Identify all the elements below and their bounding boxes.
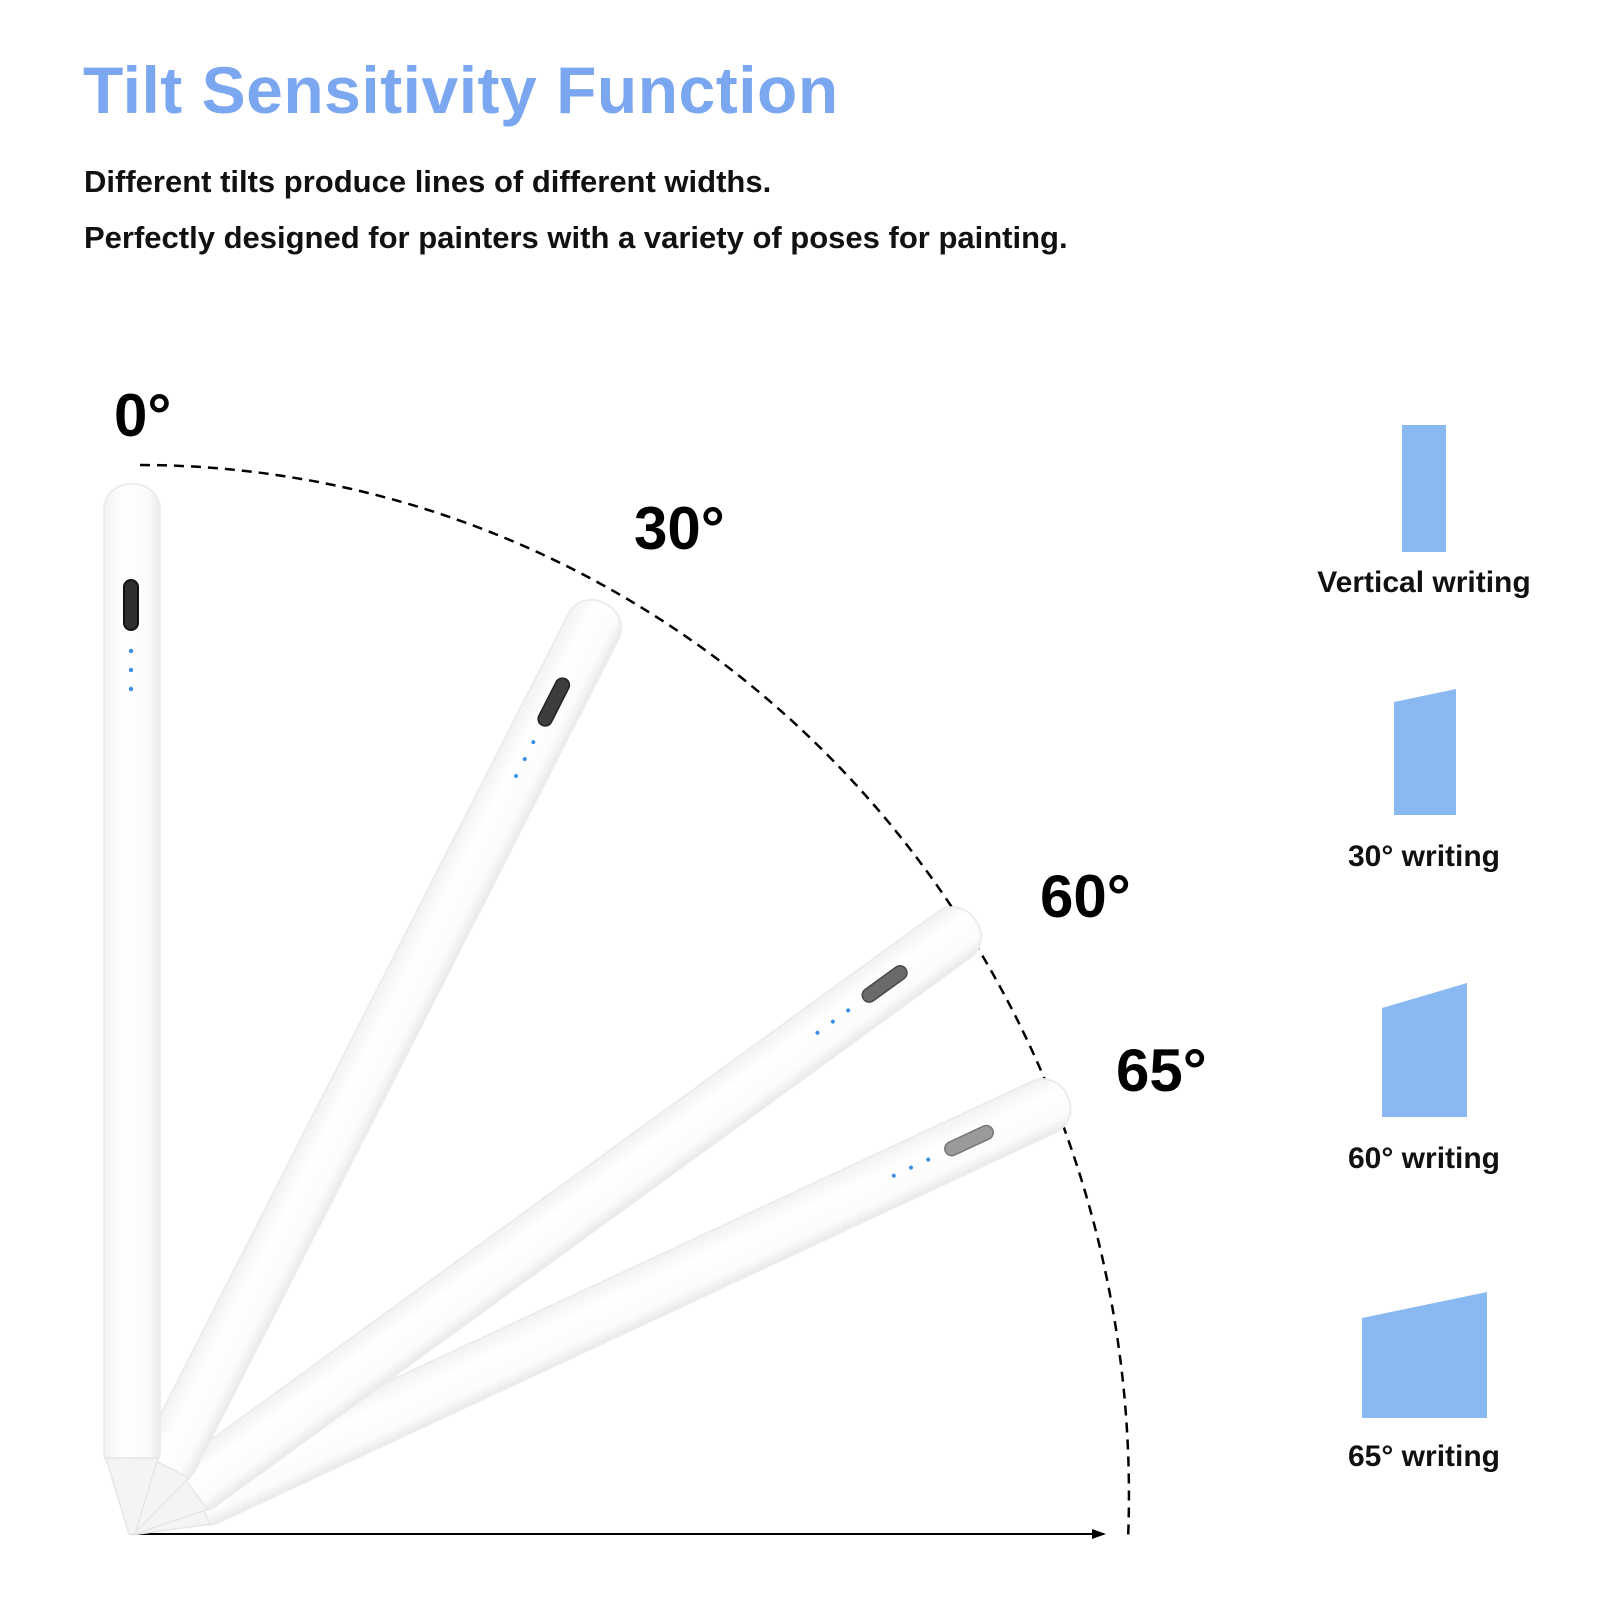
angle-label-60: 60° bbox=[1040, 863, 1131, 930]
angle-label-0: 0° bbox=[114, 382, 171, 449]
swatch-label-30: 30° writing bbox=[1348, 840, 1500, 873]
page-title: Tilt Sensitivity Function bbox=[83, 53, 839, 127]
swatch-vertical bbox=[1402, 425, 1446, 552]
swatch-30 bbox=[1394, 689, 1456, 815]
stylus-60-degrees bbox=[129, 906, 983, 1536]
angle-label-30: 30° bbox=[634, 495, 725, 562]
swatch-60 bbox=[1382, 983, 1467, 1117]
swatch-label-vertical: Vertical writing bbox=[1317, 566, 1530, 599]
stylus-0-degrees bbox=[103, 483, 161, 1535]
swatch-label-65: 65° writing bbox=[1348, 1440, 1500, 1473]
tilt-arc bbox=[139, 463, 1131, 1541]
swatch-65 bbox=[1362, 1292, 1487, 1418]
description-line-1: Different tilts produce lines of differe… bbox=[84, 164, 772, 199]
description-line-2: Perfectly designed for painters with a v… bbox=[84, 220, 1068, 255]
swatch-label-60: 60° writing bbox=[1348, 1142, 1500, 1175]
angle-label-65: 65° bbox=[1116, 1037, 1207, 1104]
